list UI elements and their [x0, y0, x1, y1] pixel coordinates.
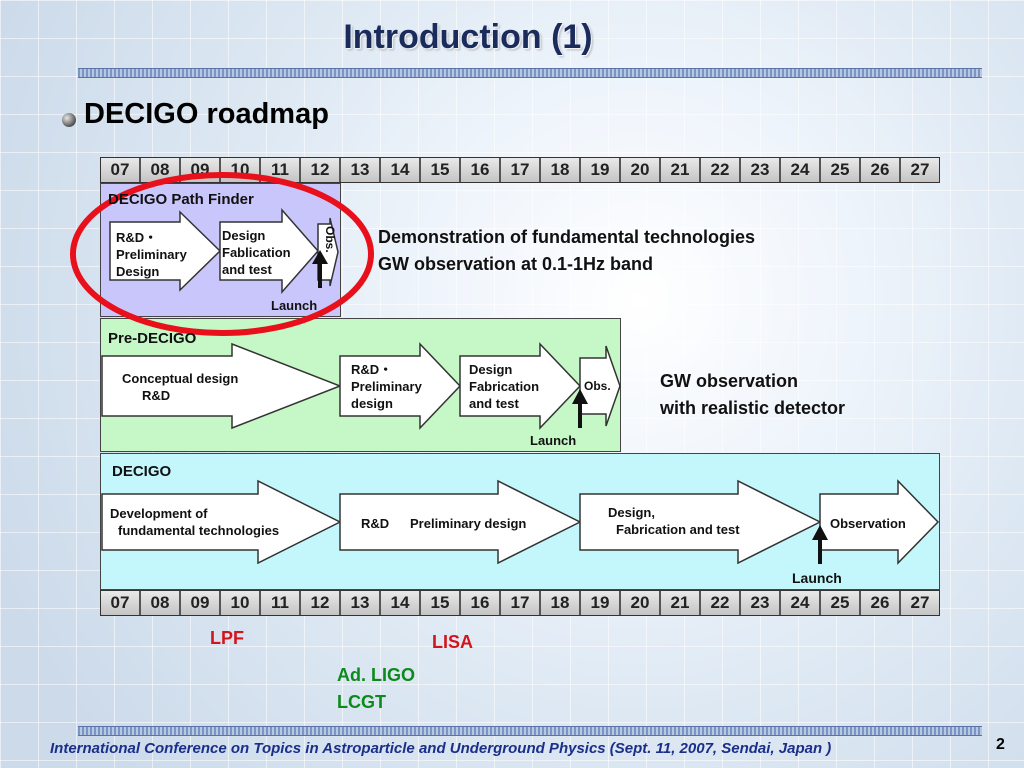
- pre-decigo-title: Pre-DECIGO: [108, 330, 197, 347]
- pre-step2-label: R&D・ Preliminary design: [351, 362, 422, 411]
- year-cell: 27: [901, 591, 939, 615]
- year-cell: 26: [861, 158, 901, 182]
- year-cell: 12: [301, 591, 341, 615]
- year-cell: 15: [421, 591, 461, 615]
- year-cell: 13: [341, 158, 381, 182]
- year-cell: 18: [541, 158, 581, 182]
- year-cell: 21: [661, 158, 701, 182]
- year-cell: 17: [501, 158, 541, 182]
- mission-lcgt: LCGT: [337, 692, 386, 712]
- pre-arrow-design: [459, 342, 582, 430]
- decigo-launch-label: Launch: [792, 570, 842, 586]
- footer-rule: [78, 726, 982, 736]
- pf-arrow-rnd: [109, 210, 222, 292]
- pf-launch-label: Launch: [271, 298, 318, 313]
- header-rule: [78, 68, 982, 78]
- decigo-arrow-design: [579, 479, 822, 565]
- year-cell: 19: [581, 158, 621, 182]
- year-cell: 26: [861, 591, 901, 615]
- year-cell: 11: [261, 591, 301, 615]
- decigo-step1-label: Development of fundamental technologies: [110, 506, 280, 538]
- decigo-step3-label: Design, Fabrication and test: [608, 505, 740, 537]
- decigo-arrow-development: [101, 479, 342, 565]
- slide-footer: International Conference on Topics in As…: [50, 740, 832, 757]
- decigo-title: DECIGO: [112, 463, 172, 480]
- year-cell: 08: [141, 591, 181, 615]
- pre-step4-label: Obs.: [584, 379, 611, 393]
- pf-step2-label: Design Fablication and test: [222, 228, 291, 277]
- year-cell: 14: [381, 591, 421, 615]
- pf-step3-label: Obs.: [323, 226, 337, 253]
- year-cell: 24: [781, 591, 821, 615]
- pre-step1-label: Conceptual design R&D: [122, 371, 239, 403]
- decigo-step4-label: Observation: [830, 516, 906, 531]
- year-cell: 24: [781, 158, 821, 182]
- slide-subtitle: DECIGO roadmap: [84, 98, 329, 130]
- year-cell: 08: [141, 158, 181, 182]
- year-cell: 09: [181, 591, 221, 615]
- year-cell: 23: [741, 591, 781, 615]
- pre-launch-label: Launch: [530, 433, 577, 448]
- year-cell: 21: [661, 591, 701, 615]
- year-cell: 27: [901, 158, 939, 182]
- year-cell: 12: [301, 158, 341, 182]
- decigo-arrow-observation: [819, 479, 940, 565]
- year-cell: 20: [621, 158, 661, 182]
- pf-step1-label: R&D・ Preliminary Design: [116, 230, 187, 279]
- page-number: 2: [996, 736, 1005, 753]
- year-cell: 14: [381, 158, 421, 182]
- pf-goal: Demonstration of fundamental technologie…: [378, 227, 756, 274]
- year-cell: 17: [501, 591, 541, 615]
- year-cell: 07: [101, 591, 141, 615]
- decigo-step2a-label: R&D: [361, 516, 390, 531]
- year-cell: 25: [821, 158, 861, 182]
- slide-title: Introduction (1): [343, 18, 593, 56]
- year-cell: 07: [101, 158, 141, 182]
- year-cell: 13: [341, 591, 381, 615]
- year-cell: 22: [701, 591, 741, 615]
- year-cell: 16: [461, 591, 501, 615]
- year-cell: 23: [741, 158, 781, 182]
- mission-adligo: Ad. LIGO: [337, 665, 415, 685]
- year-cell: 18: [541, 591, 581, 615]
- pre-arrow-conceptual: [101, 342, 343, 430]
- pf-arrow-design: [219, 208, 319, 294]
- year-cell: 20: [621, 591, 661, 615]
- decigo-step2b-label: Preliminary design: [410, 516, 527, 531]
- pre-step3-label: Design Fabrication and test: [469, 362, 540, 411]
- year-cell: 22: [701, 158, 741, 182]
- pre-arrow-rnd: [339, 342, 462, 430]
- decigo-arrow-rnd: [339, 479, 582, 565]
- path-finder-title: DECIGO Path Finder: [108, 191, 254, 208]
- mission-lpf: LPF: [210, 628, 244, 648]
- highlight-circle: [70, 172, 374, 336]
- pre-goal: GW observation with realistic detector: [660, 371, 846, 418]
- pre-arrow-obs: [579, 345, 621, 427]
- year-cell: 16: [461, 158, 501, 182]
- mission-lisa: LISA: [432, 632, 474, 652]
- year-cell: 25: [821, 591, 861, 615]
- year-cell: 10: [221, 591, 261, 615]
- year-cell: 19: [581, 591, 621, 615]
- bullet-icon: [62, 113, 76, 127]
- year-cell: 15: [421, 158, 461, 182]
